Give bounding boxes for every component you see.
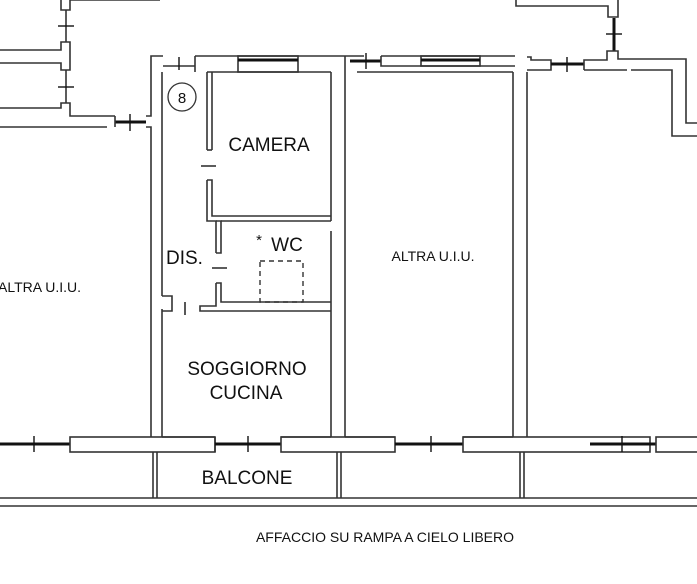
wc-fixture [259,260,304,303]
room-label-wc: WC [271,235,303,256]
circle-icon [167,82,197,112]
room-label-soggiorno: SOGGIORNO [187,359,306,380]
unit-number: 8 [178,90,186,107]
top-left-walls [0,0,160,131]
neighbor-label-left: ALTRA U.I.U. [0,279,81,295]
room-label-cucina: CUCINA [210,383,283,404]
apartment-walls [146,55,346,437]
room-label-balcone: BALCONE [202,468,293,489]
top-right-walls [515,0,697,137]
unit-number-badge: 8 [167,82,197,112]
footer-note: AFFACCIO SU RAMPA A CIELO LIBERO [256,529,514,545]
middle-neighbor-walls [345,53,528,438]
room-label-camera: CAMERA [228,135,310,156]
wc-marker: * [256,232,262,249]
room-label-dis: DIS. [166,248,203,269]
facade-walls [0,436,697,507]
neighbor-label-right: ALTRA U.I.U. [392,248,475,264]
